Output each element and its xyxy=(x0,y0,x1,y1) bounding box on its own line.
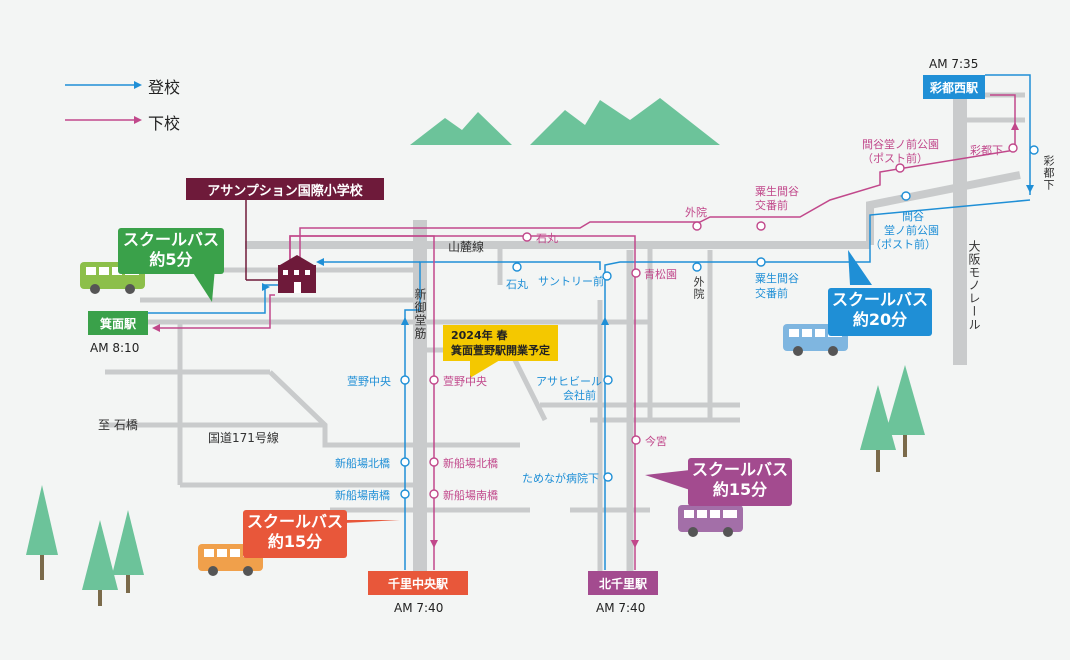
stop-madani-park-in-2: 堂ノ前公園 xyxy=(884,224,939,237)
stop-gein-out: 外院 xyxy=(685,206,707,219)
trees-left xyxy=(26,485,144,606)
school-label: アサンプション国際小学校 xyxy=(186,178,384,200)
stop-madani-park-out-2: （ポスト前） xyxy=(862,152,928,165)
stop-imamiya: 今宮 xyxy=(645,435,667,448)
legend-lines xyxy=(65,81,142,124)
callout-bus-saito-line1: スクールバス xyxy=(831,290,928,309)
stop-minamibashi-out: 新船場南橋 xyxy=(443,489,498,502)
bus-icon-kitasenri xyxy=(678,505,743,537)
station-kita-senri: 北千里駅 xyxy=(588,571,658,595)
opening-notice: 2024年 春 箕面萱野駅開業予定 xyxy=(443,325,558,361)
stop-asahi-2: 会社前 xyxy=(563,389,596,402)
stop-madani-park-in-3: （ポスト前） xyxy=(870,238,936,251)
callout-bus-senri: スクールバス 約15分 xyxy=(243,510,347,558)
callout-bus-minoh-line2: 約5分 xyxy=(149,250,193,269)
stop-awao-out-2: 交番前 xyxy=(755,199,788,212)
stop-ishimaru-out: 石丸 xyxy=(536,232,558,245)
callout-tails xyxy=(190,250,872,525)
time-senri-chuo: AM 7:40 xyxy=(394,601,444,615)
road-label-sanroku: 山麓線 xyxy=(448,240,485,254)
trees-right xyxy=(860,365,925,472)
stop-kayano-out: 萱野中央 xyxy=(443,375,487,388)
legend-to-school: 登校 xyxy=(148,78,181,97)
stop-saitoshita-in: 彩都下 xyxy=(1042,155,1055,191)
mountains-illustration xyxy=(410,98,720,145)
callout-bus-senri-line2: 約15分 xyxy=(267,532,323,551)
road-label-shinmido: 新御堂筋 xyxy=(413,288,427,340)
stop-seishoen: 青松園 xyxy=(644,268,677,281)
stop-suntory: サントリー前 xyxy=(538,275,604,288)
callout-bus-kitasenri: スクールバス 約15分 xyxy=(688,458,792,506)
stop-saitoshita-out: 彩都下 xyxy=(970,144,1003,157)
stop-madani-park-out-1: 間谷堂ノ前公園 xyxy=(862,138,939,151)
stop-madani-park-in-1: 間谷 xyxy=(902,210,924,223)
bus-stop-markers xyxy=(400,143,1039,499)
time-kita-senri: AM 7:40 xyxy=(596,601,646,615)
station-senri-chuo: 千里中央駅 xyxy=(368,571,468,595)
callout-bus-saito-line2: 約20分 xyxy=(852,310,908,329)
road-label-monorail: 大阪モノレール xyxy=(967,240,981,331)
stop-kayano-in: 萱野中央 xyxy=(347,375,391,388)
callout-bus-senri-line1: スクールバス xyxy=(246,512,343,531)
stop-gein-in: 外院 xyxy=(692,276,705,300)
stop-kitabashi-in: 新船場北橋 xyxy=(335,457,390,470)
stop-kitabashi-out: 新船場北橋 xyxy=(443,457,498,470)
legend-from-school: 下校 xyxy=(148,114,181,133)
stop-tamenaga: ためなが病院下 xyxy=(522,472,599,485)
school-building-icon xyxy=(245,198,316,293)
station-saito-nishi: 彩都西駅 xyxy=(923,75,985,99)
road-label-r171: 国道171号線 xyxy=(208,431,279,445)
stop-awao-in-2: 交番前 xyxy=(755,287,788,300)
callout-bus-kitasenri-line2: 約15分 xyxy=(712,480,768,499)
stop-asahi-1: アサヒビール xyxy=(536,375,602,388)
to-school-routes xyxy=(148,74,1031,570)
opening-notice-line1: 2024年 春 xyxy=(451,329,508,342)
time-minoh: AM 8:10 xyxy=(90,341,140,355)
stop-minamibashi-in: 新船場南橋 xyxy=(335,489,390,502)
callout-bus-kitasenri-line1: スクールバス xyxy=(691,460,788,479)
callout-bus-minoh: スクールバス 約5分 xyxy=(118,228,224,274)
time-saito-nishi: AM 7:35 xyxy=(929,57,979,71)
callout-bus-saito: スクールバス 約20分 xyxy=(828,288,932,336)
station-minoh: 箕面駅 xyxy=(88,311,148,335)
stop-awao-in-1: 粟生間谷 xyxy=(755,272,799,285)
callout-bus-minoh-line1: スクールバス xyxy=(122,230,219,249)
stop-ishimaru-in: 石丸 xyxy=(506,278,528,291)
road-label-ishibashi: 至 石橋 xyxy=(98,418,138,432)
stop-awao-out-1: 粟生間谷 xyxy=(755,185,799,198)
opening-notice-line2: 箕面萱野駅開業予定 xyxy=(451,344,550,357)
